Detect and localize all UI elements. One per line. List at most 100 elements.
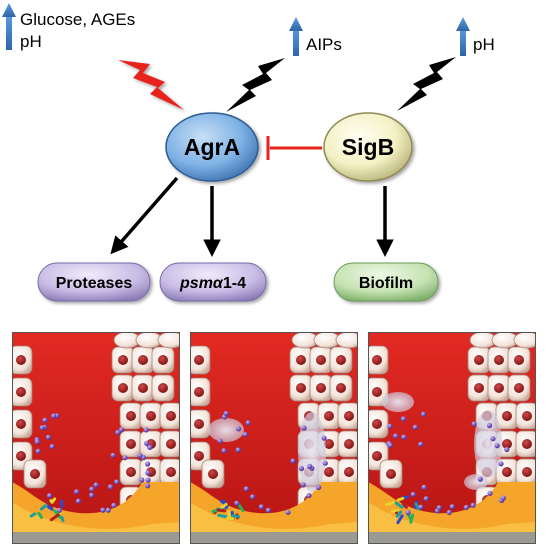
biofilm-node xyxy=(333,262,439,302)
panel-1 xyxy=(12,332,180,544)
cell-nucleus xyxy=(324,467,334,477)
bacterium xyxy=(34,439,40,445)
psma-number-part: 1-4 xyxy=(223,275,246,292)
debris xyxy=(216,508,227,513)
cell-nucleus xyxy=(522,467,532,477)
debris xyxy=(401,502,408,509)
agra-label: AgrA xyxy=(184,134,240,160)
debris xyxy=(395,510,403,518)
debris xyxy=(420,498,431,506)
bacterium xyxy=(250,494,256,500)
bacterium xyxy=(107,484,114,490)
tissue-cell xyxy=(157,332,180,349)
debris xyxy=(220,502,228,509)
stimulus-aips-label: AIPs xyxy=(306,35,342,54)
cell-nucleus xyxy=(316,355,326,365)
toxin-cloud xyxy=(464,474,488,490)
cell-nucleus xyxy=(126,411,136,421)
cell-nucleus xyxy=(118,355,128,365)
bacterium xyxy=(498,461,504,467)
bacterium xyxy=(400,416,406,422)
toxin-cloud xyxy=(474,410,502,478)
psma-node xyxy=(159,262,267,302)
cell-nucleus xyxy=(166,411,176,421)
bacterium xyxy=(51,413,57,419)
bacterium xyxy=(265,507,271,513)
bacterium xyxy=(449,504,455,510)
debris xyxy=(226,516,235,521)
bacterium xyxy=(143,427,149,433)
toxin-cloud xyxy=(208,418,244,442)
bacterium xyxy=(111,502,117,508)
bacterium xyxy=(235,426,242,432)
bacterium xyxy=(114,479,120,485)
cell-nucleus xyxy=(194,387,204,397)
cell-nucleus xyxy=(514,355,524,365)
bacterium xyxy=(45,434,52,440)
bacterium xyxy=(49,444,55,450)
bacterium xyxy=(423,496,429,502)
cell-nucleus xyxy=(336,383,346,393)
bacterium xyxy=(418,504,424,510)
bacterium xyxy=(387,442,393,448)
bacterium xyxy=(122,455,128,461)
bacterium xyxy=(393,433,399,439)
debris xyxy=(37,512,44,519)
biofilm-label: Biofilm xyxy=(359,275,413,292)
bacterium xyxy=(145,483,151,489)
bacterium xyxy=(401,434,407,440)
proteases-label: Proteases xyxy=(56,275,133,292)
cell-nucleus xyxy=(522,439,532,449)
bacterium xyxy=(139,477,145,483)
bacterium xyxy=(418,441,424,447)
bacterium xyxy=(471,421,477,427)
cell-nucleus xyxy=(344,467,354,477)
psma-label: psmα1-4 xyxy=(179,275,246,292)
inhibition-arrow xyxy=(266,136,322,160)
bacterium xyxy=(221,448,227,454)
bacterium xyxy=(217,438,223,444)
bacterium xyxy=(463,504,469,510)
cell-nucleus xyxy=(344,411,354,421)
bacterium xyxy=(242,431,248,438)
debris xyxy=(394,501,404,509)
cell-nucleus xyxy=(522,411,532,421)
cell-nucleus xyxy=(194,451,204,461)
bacterium xyxy=(477,476,483,482)
debris xyxy=(39,504,48,511)
bacterium xyxy=(145,477,151,483)
up-arrow-icon xyxy=(289,17,303,56)
cell-nucleus xyxy=(372,355,382,365)
bacterium xyxy=(147,444,153,450)
cell-nucleus xyxy=(16,419,26,429)
bacterium xyxy=(245,420,251,426)
bacterium xyxy=(487,490,493,496)
bacterium xyxy=(110,452,116,458)
bacterium xyxy=(316,484,322,490)
bacterium xyxy=(74,489,80,495)
debris xyxy=(390,508,400,514)
cell-nucleus xyxy=(158,355,168,365)
base-layer xyxy=(12,532,180,544)
bacterium xyxy=(500,495,506,501)
panel-border xyxy=(368,332,536,544)
toxin-cloud xyxy=(382,392,414,412)
black-lightning-icon xyxy=(397,57,456,111)
cell-nucleus xyxy=(126,439,136,449)
black-lightning-icon xyxy=(226,58,285,112)
stimulus-ph-right-label: pH xyxy=(473,35,495,54)
bacterium xyxy=(446,509,452,515)
bacterium xyxy=(89,492,95,498)
debris xyxy=(237,503,245,513)
bacterium xyxy=(420,411,427,417)
bacterium xyxy=(144,440,150,446)
cell-nucleus xyxy=(138,383,148,393)
base-layer xyxy=(368,532,536,544)
bacterium xyxy=(115,429,121,436)
bacterium xyxy=(137,453,143,459)
cell-nucleus xyxy=(494,383,504,393)
bacterium xyxy=(405,509,411,516)
arrow-agra-proteases xyxy=(110,176,179,255)
panel-3 xyxy=(368,332,536,544)
bacterium xyxy=(258,504,264,510)
